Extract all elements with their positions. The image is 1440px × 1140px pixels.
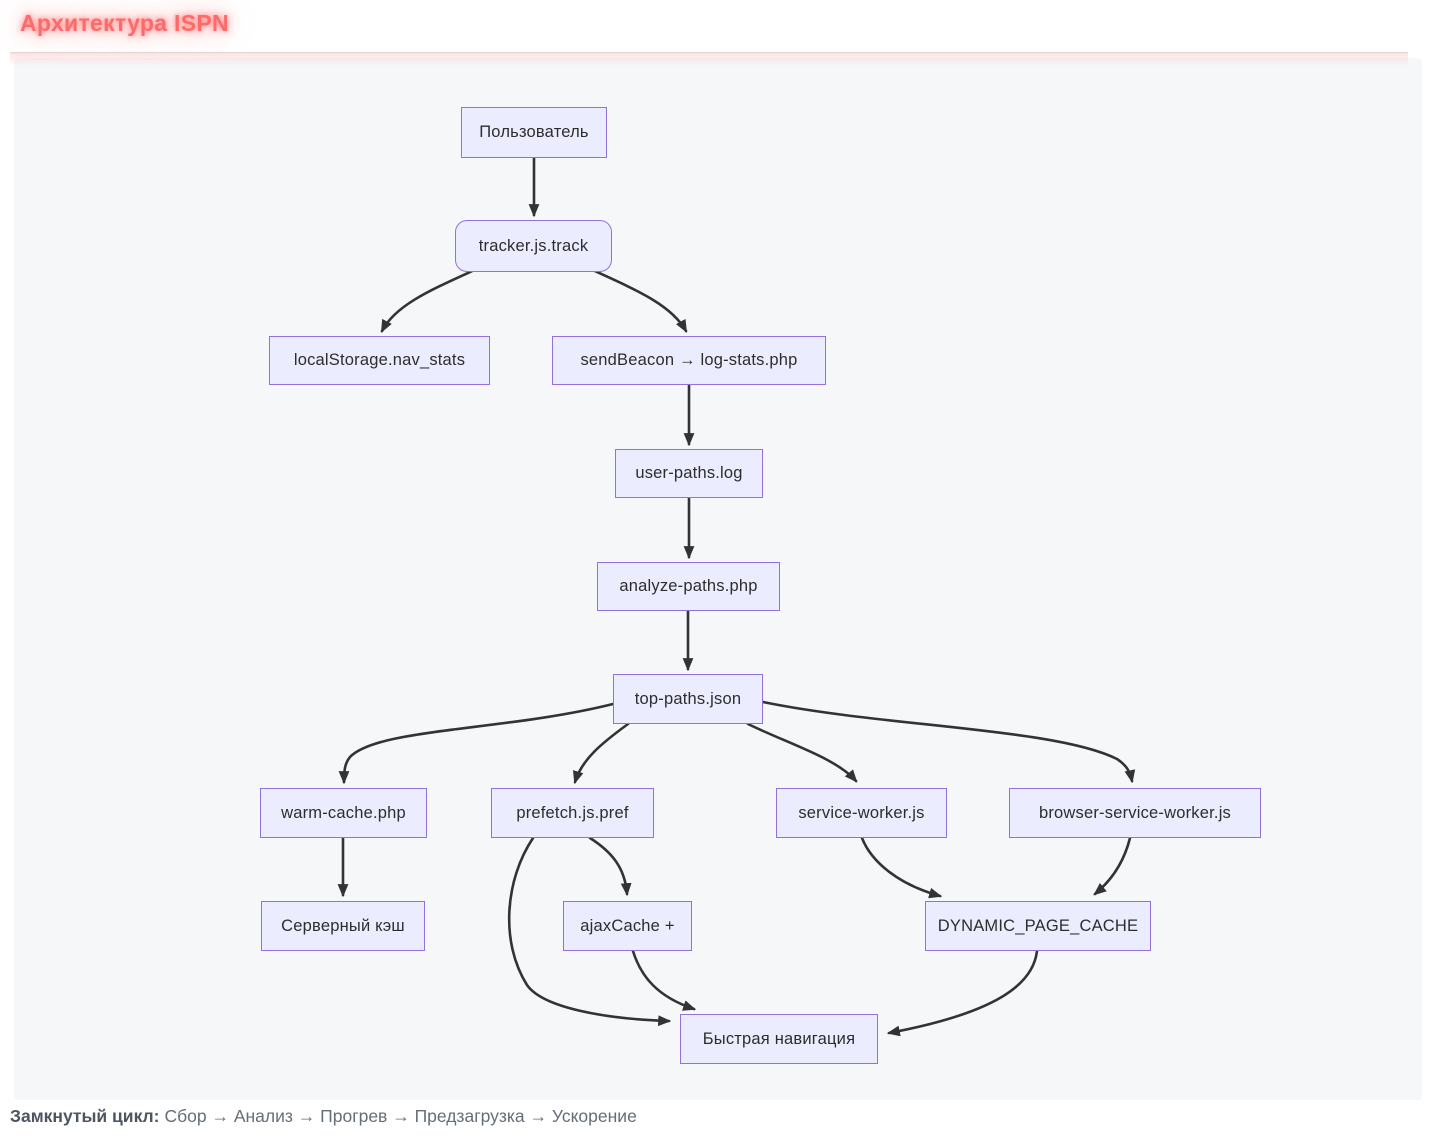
node-browser-service-worker: browser-service-worker.js — [1009, 788, 1261, 838]
node-user: Пользователь — [461, 107, 607, 158]
footer-note: Замкнутый цикл:Сбор → Анализ → Прогрев →… — [10, 1106, 637, 1127]
node-ajax-cache: ajaxCache + — [563, 901, 692, 951]
edge-browsersw-to-dpc — [1093, 836, 1132, 896]
edge-tracker-to-localstorage — [380, 265, 483, 333]
node-warm-cache: warm-cache.php — [260, 788, 427, 838]
node-dynamic-page-cache: DYNAMIC_PAGE_CACHE — [925, 901, 1151, 951]
node-userpaths-log: user-paths.log — [615, 449, 763, 498]
edge-serviceworker-to-dpc — [860, 836, 943, 899]
edge-toppaths-to-prefetch — [572, 722, 630, 785]
edge-toppaths-to-browsersw — [761, 700, 1136, 784]
node-localstorage: localStorage.nav_stats — [269, 336, 490, 385]
edge-toppaths-to-warmcache — [338, 702, 615, 785]
header-glow-band — [10, 53, 1408, 66]
node-server-cache: Серверный кэш — [261, 901, 425, 951]
page-title: Архитектура ISPN — [20, 10, 229, 36]
node-top-paths: top-paths.json — [613, 674, 763, 724]
node-fast-navigation: Быстрая навигация — [680, 1014, 878, 1064]
edge-prefetch-to-ajaxcache — [588, 836, 632, 897]
edge-ajaxcache-to-fastnav — [631, 949, 697, 1011]
edge-tracker-to-sendbeacon — [584, 265, 688, 333]
footer-note-label: Замкнутый цикл: — [10, 1106, 160, 1126]
edge-dpc-to-fastnav — [886, 949, 1039, 1037]
node-sendbeacon: sendBeacon → log-stats.php — [552, 336, 826, 385]
node-service-worker: service-worker.js — [776, 788, 947, 838]
edge-toppaths-to-serviceworker — [746, 722, 858, 783]
header-divider — [10, 52, 1408, 53]
node-tracker: tracker.js.track — [455, 220, 612, 272]
node-prefetch: prefetch.js.pref — [491, 788, 654, 838]
edge-prefetch-to-fastnav — [507, 836, 672, 1027]
node-analyze-paths: analyze-paths.php — [597, 562, 780, 611]
footer-note-text: Сбор → Анализ → Прогрев → Предзагрузка →… — [164, 1106, 637, 1126]
